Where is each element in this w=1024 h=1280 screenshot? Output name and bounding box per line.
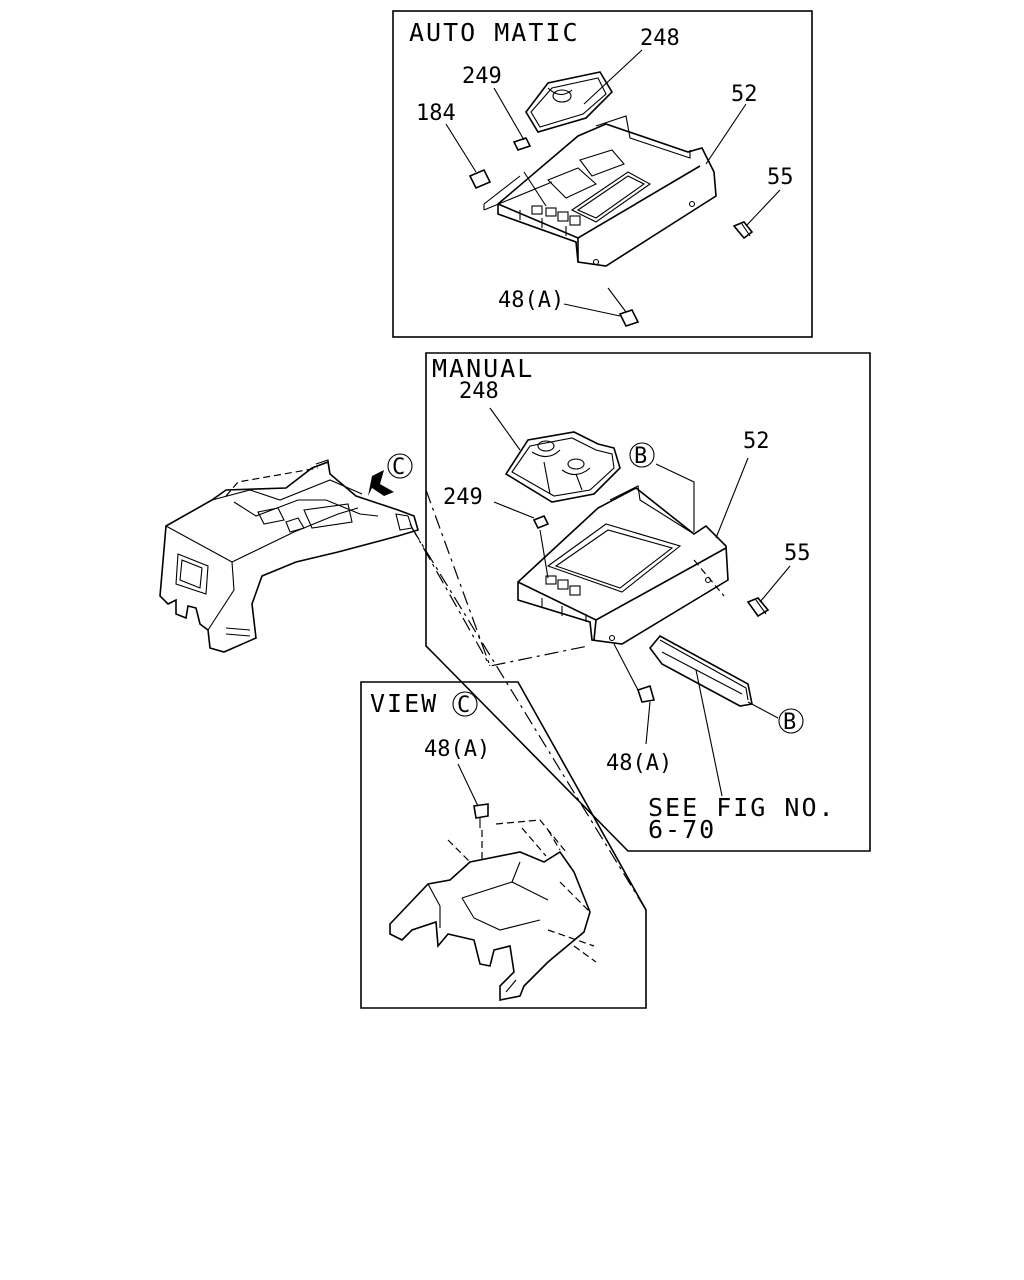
automatic-panel-title: AUTO MATIC bbox=[409, 18, 580, 47]
arrow-circle-c bbox=[387, 453, 413, 479]
clip-249-auto bbox=[512, 137, 532, 151]
screw-48a-auto bbox=[607, 287, 640, 327]
manual-panel-frame bbox=[425, 352, 871, 852]
switch-184-auto bbox=[468, 168, 492, 190]
manual-panel-title: MANUAL bbox=[432, 354, 534, 383]
manual-label-52: 52 bbox=[743, 429, 770, 454]
manual-label-249: 249 bbox=[443, 485, 483, 510]
see-fig-text-line1: SEE FIG NO. bbox=[648, 793, 836, 822]
manual-label-b-top: B bbox=[634, 444, 647, 469]
circle-b-bottom bbox=[778, 708, 804, 734]
arrow-label-c: C bbox=[392, 455, 405, 480]
console-manual bbox=[517, 485, 729, 645]
manual-label-48a: 48(A) bbox=[606, 751, 672, 776]
screw-55-manual bbox=[746, 597, 770, 618]
shift-boot-248-auto bbox=[525, 71, 614, 133]
view-arrow-c: C bbox=[368, 453, 413, 496]
auto-label-55: 55 bbox=[767, 165, 794, 190]
manual-panel: MANUAL bbox=[425, 352, 871, 852]
shift-boot-248-manual bbox=[504, 431, 621, 503]
automatic-panel: AUTO MATIC bbox=[392, 10, 813, 338]
auto-label-184: 184 bbox=[416, 101, 456, 126]
view-c-bracket bbox=[389, 819, 597, 1001]
view-c-label-48a: 48(A) bbox=[424, 737, 490, 762]
automatic-panel-frame bbox=[392, 10, 813, 338]
clip-249-manual bbox=[532, 514, 550, 530]
auto-label-52: 52 bbox=[731, 82, 758, 107]
circle-b-top bbox=[629, 442, 655, 468]
view-c-panel: VIEW C 48(A) bbox=[360, 681, 647, 1009]
view-c-circle bbox=[452, 691, 478, 717]
manual-label-248: 248 bbox=[459, 379, 499, 404]
view-c-panel-frame bbox=[360, 681, 647, 1009]
auto-label-248: 248 bbox=[640, 26, 680, 51]
auto-label-249: 249 bbox=[462, 64, 502, 89]
screw-55-auto bbox=[732, 221, 754, 240]
screw-48a-view-c bbox=[473, 803, 489, 828]
view-c-circle-letter: C bbox=[457, 693, 470, 718]
console-auto bbox=[497, 115, 717, 267]
manual-label-b-bottom: B bbox=[783, 710, 796, 735]
view-c-title: VIEW bbox=[370, 689, 438, 718]
auto-label-48a: 48(A) bbox=[498, 288, 564, 313]
manual-label-55: 55 bbox=[784, 541, 811, 566]
main-console bbox=[159, 459, 647, 911]
see-fig-text-line2: 6-70 bbox=[648, 815, 716, 844]
screw-48a-manual bbox=[636, 684, 656, 703]
